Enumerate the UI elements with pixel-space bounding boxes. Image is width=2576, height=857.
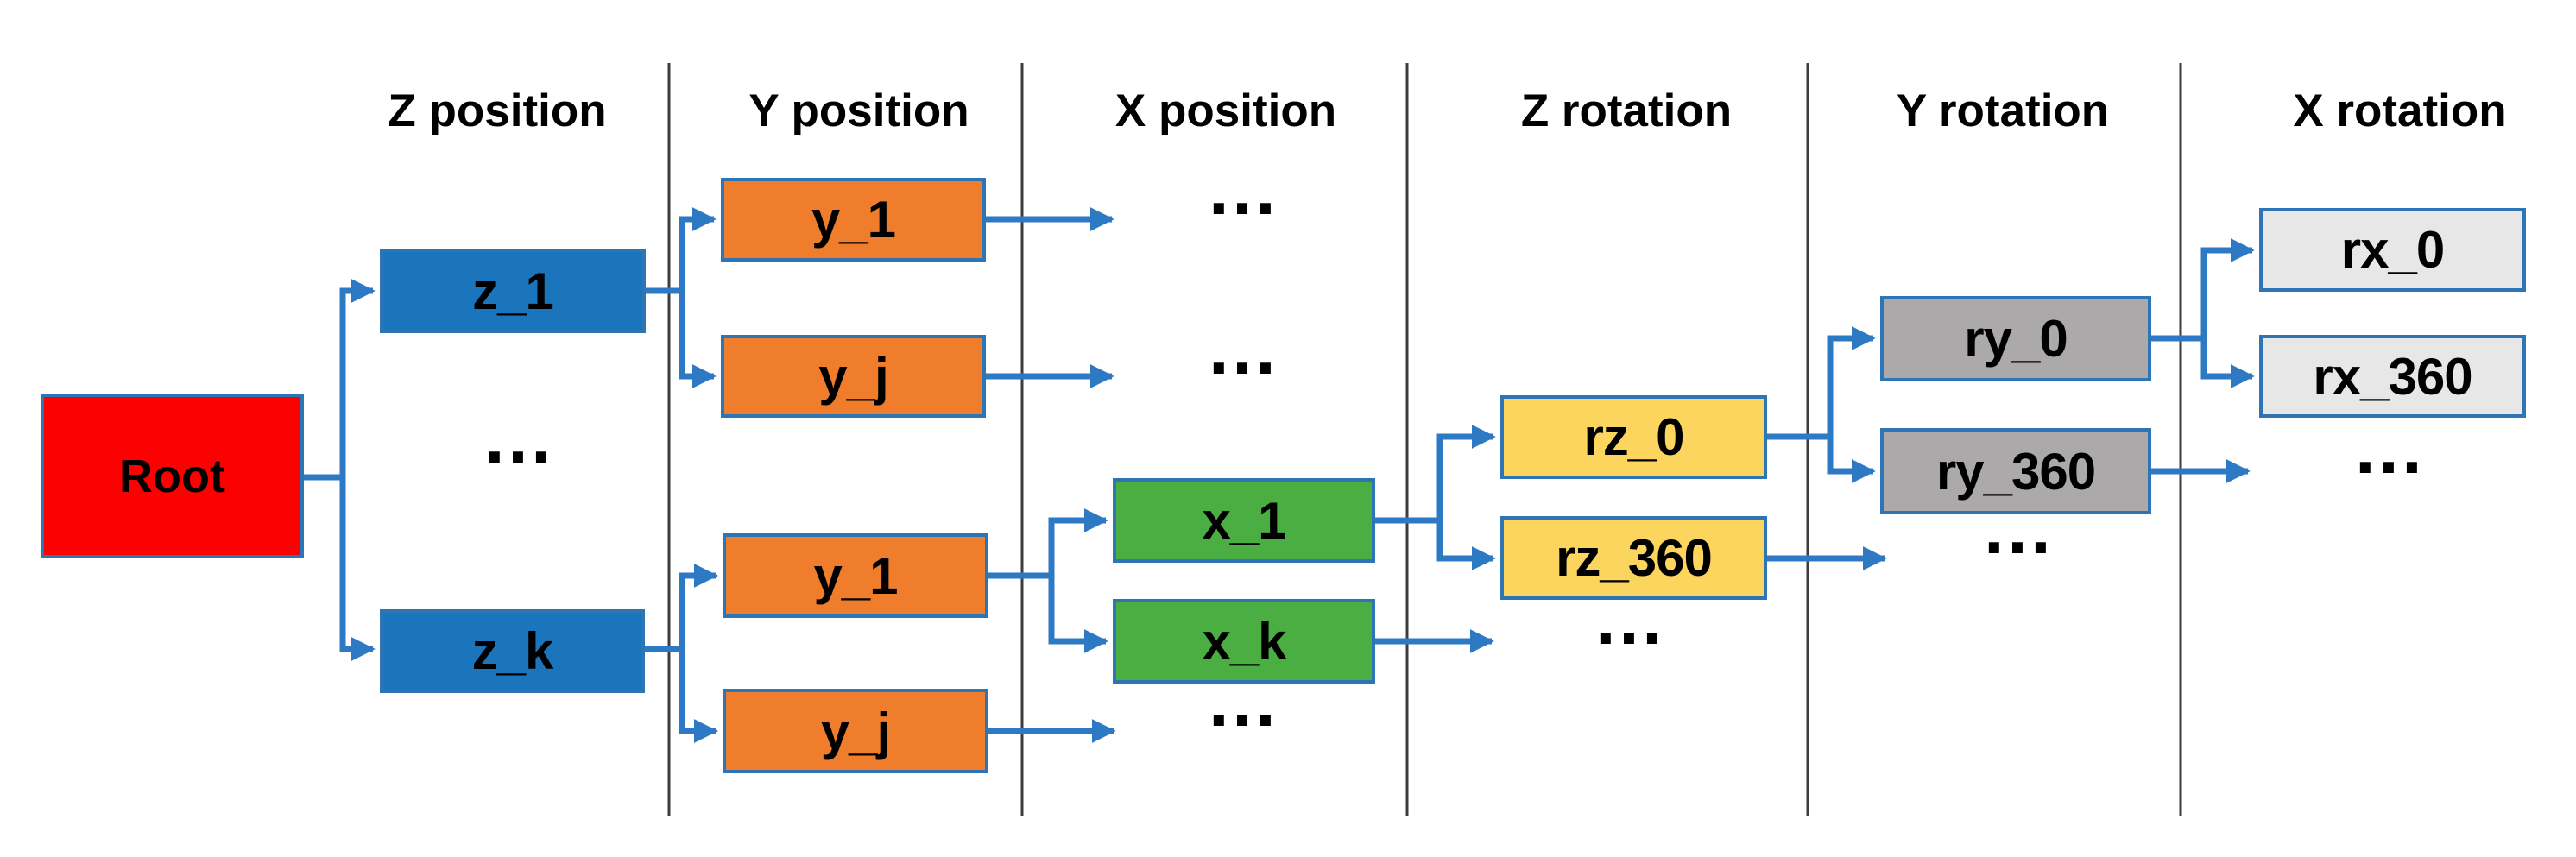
column-header-x-position: X position [1114, 85, 1337, 136]
column-header-y-position: Y position [748, 85, 969, 136]
edge-root-z1 [304, 279, 376, 481]
node-ry-0: ry_0 [1880, 296, 2151, 381]
node-y-j-top: y_j [721, 335, 986, 418]
edge-x1-rz0 [1375, 425, 1496, 524]
edge-y1-x1 [988, 508, 1108, 579]
edge-rz0-ry0 [1767, 326, 1876, 440]
node-y-j-bottom: y_j [723, 689, 988, 773]
ellipsis-y-rotation: … [1980, 488, 2055, 570]
ellipsis-x-rotation: … [2352, 407, 2426, 490]
node-rx-0: rx_0 [2259, 208, 2526, 292]
edge-z1-yj [679, 291, 717, 388]
column-header-z-position: Z position [388, 85, 607, 136]
edge-z1-y1 [646, 207, 717, 294]
edge-x1-rz360 [1436, 520, 1496, 570]
ellipsis-z-rotation: … [1592, 578, 1666, 661]
ellipsis-x-column-3: … [1205, 660, 1279, 743]
column-header-z-rotation: Z rotation [1520, 85, 1733, 136]
node-x-1: x_1 [1113, 478, 1375, 563]
node-rz-0: rz_0 [1500, 395, 1767, 479]
ellipsis-z-column: … [481, 397, 555, 480]
edge-ry0-rx0 [2151, 238, 2255, 342]
node-rz-360: rz_360 [1500, 516, 1767, 600]
ellipsis-x-column-1: … [1205, 148, 1279, 231]
edge-zk-y1 [645, 564, 718, 652]
edge-ry0-rx360 [2200, 338, 2255, 388]
node-y-1-top: y_1 [721, 178, 986, 262]
edge-y1-xk [1048, 576, 1108, 653]
node-z-1: z_1 [380, 249, 646, 333]
node-y-1-bottom: y_1 [723, 533, 988, 618]
column-header-y-rotation: Y rotation [1896, 85, 2110, 136]
node-z-k: z_k [380, 609, 645, 693]
node-root: Root [41, 394, 304, 558]
node-ry-360: ry_360 [1880, 428, 2151, 514]
column-header-x-rotation: X rotation [2293, 85, 2507, 136]
node-x-k: x_k [1113, 599, 1375, 684]
edge-zk-yj [679, 649, 718, 743]
edge-root-zk [339, 477, 376, 661]
edge-rz0-ry360 [1827, 437, 1876, 483]
node-rx-360: rx_360 [2259, 335, 2526, 418]
ellipsis-x-column-2: … [1205, 308, 1279, 391]
